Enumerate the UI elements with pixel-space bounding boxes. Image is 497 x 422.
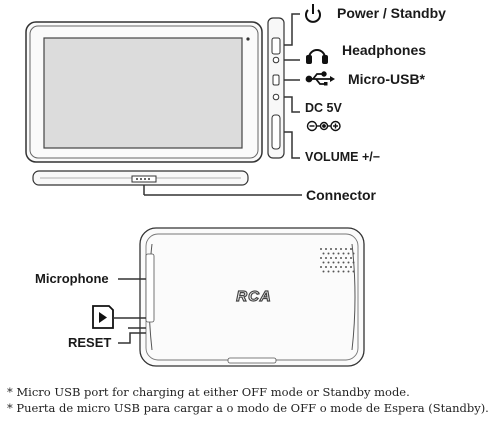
power-icon: [305, 4, 321, 23]
leader-lines: [284, 13, 300, 159]
side-panel-view: [267, 17, 285, 159]
footnote-english: * Micro USB port for charging at either …: [7, 385, 410, 399]
reset-label: RESET: [68, 335, 112, 350]
dc-5v-label: DC 5V: [305, 101, 342, 115]
back-leader-lines: [118, 278, 146, 344]
rca-logo: RCA: [236, 287, 272, 305]
sd-card-icon: [92, 305, 114, 329]
tablet-front-view: [25, 21, 263, 163]
speaker-grille: [320, 248, 355, 273]
connector-label: Connector: [306, 187, 376, 203]
tablet-bottom-edge-view: [32, 170, 302, 196]
micro-usb-label: Micro-USB*: [348, 71, 426, 87]
microphone-label: Microphone: [35, 271, 109, 286]
power-button: [271, 37, 281, 55]
footnote-spanish: * Puerta de micro USB para cargar a o mo…: [7, 401, 489, 415]
headphones-label: Headphones: [342, 42, 427, 58]
power-standby-label: Power / Standby: [337, 5, 446, 21]
headphones-icon: [306, 49, 328, 64]
dc-polarity-icon: [306, 120, 341, 132]
volume-label: VOLUME +/−: [305, 150, 381, 164]
micro-usb-port: [272, 74, 280, 86]
tablet-back-view: [139, 227, 365, 367]
volume-rocker: [271, 114, 281, 150]
dc-port: [272, 93, 280, 101]
usb-icon: [305, 71, 335, 86]
headphone-jack: [272, 56, 280, 64]
svg-text:RCA: RCA: [236, 288, 272, 305]
